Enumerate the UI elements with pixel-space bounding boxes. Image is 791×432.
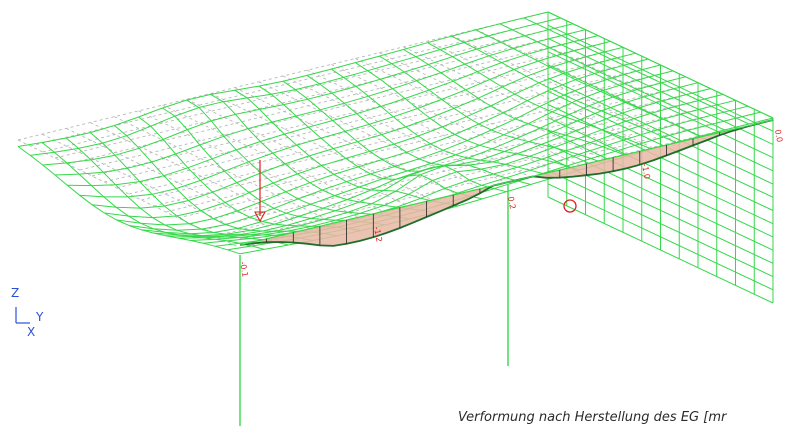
undeformed-grid-line	[114, 116, 338, 225]
y-axis-label: Y	[35, 310, 44, 324]
mesh-line	[153, 76, 686, 237]
mesh-line	[104, 52, 636, 219]
load-arrow-head	[254, 211, 266, 223]
deflection-label: -1.2	[372, 226, 384, 243]
wall-grid-line	[547, 90, 774, 198]
undeformed-grid-line	[104, 52, 636, 183]
z-axis-label: Z	[11, 286, 19, 300]
mesh-line	[165, 82, 699, 238]
mesh-line	[79, 40, 611, 198]
wall-grid-line	[547, 24, 774, 132]
mesh-line	[67, 35, 599, 187]
deflection-diagram	[239, 119, 774, 247]
undeformed-grid-line	[475, 29, 701, 137]
wall-grid-line	[547, 130, 774, 238]
deflection-label: -1.0	[640, 163, 652, 180]
wall-grid-line	[547, 37, 774, 145]
deflection-label: 0.2	[506, 196, 517, 210]
mesh-line	[128, 64, 661, 231]
undeformed-grid-line	[128, 64, 661, 195]
wall-grid-line	[547, 77, 774, 185]
undeformed-grid-line	[306, 69, 531, 178]
mesh-line	[116, 58, 649, 226]
undeformed-grid-line	[79, 40, 611, 171]
deflection-label: -0.1	[238, 261, 250, 278]
wall-grid-line	[547, 183, 774, 291]
undeformed-grid-line	[91, 46, 624, 177]
undeformed-grid-line	[178, 88, 711, 219]
x-axis-label: X	[27, 325, 35, 339]
undeformed-grid-line	[54, 29, 586, 159]
deflection-baseline	[239, 119, 774, 246]
mesh-line	[162, 107, 386, 226]
mesh-line	[54, 29, 586, 176]
columns	[239, 185, 509, 426]
wall-grid-line	[547, 64, 774, 172]
axis-triad: Z Y X	[11, 286, 44, 339]
undeformed-grid-line	[227, 111, 761, 243]
mesh-line	[141, 70, 674, 235]
undeformed-grid-line	[202, 99, 736, 231]
undeformed-grid-line	[258, 81, 483, 190]
undeformed-grid-line	[30, 17, 561, 147]
undeformed-grid-line	[17, 11, 549, 141]
undeformed-mesh	[17, 11, 774, 249]
undeformed-grid-line	[162, 104, 386, 213]
undeformed-grid-line	[153, 76, 686, 207]
mesh-line	[30, 17, 561, 156]
wall-grid-line	[547, 170, 774, 278]
load-arrow	[254, 160, 266, 223]
undeformed-grid-line	[116, 58, 649, 189]
wall-grid-line	[547, 143, 774, 251]
undeformed-grid-line	[138, 110, 362, 219]
wall-grid-line	[547, 51, 774, 159]
mesh-line	[42, 23, 574, 166]
wall-grid-line	[547, 196, 774, 304]
undeformed-grid-line	[42, 23, 574, 153]
undeformed-grid-line	[190, 93, 724, 225]
undeformed-grid-line	[427, 40, 653, 148]
support-marker	[563, 199, 577, 213]
undeformed-grid-line	[141, 70, 674, 201]
wall-grid-line	[547, 11, 774, 119]
mesh-line	[17, 11, 549, 147]
wall-grid-line	[547, 117, 774, 225]
result-caption: Verformung nach Herstellung des EG [mr	[458, 410, 727, 425]
deflection-label: 0.0	[773, 129, 784, 143]
mesh-line	[91, 46, 624, 209]
